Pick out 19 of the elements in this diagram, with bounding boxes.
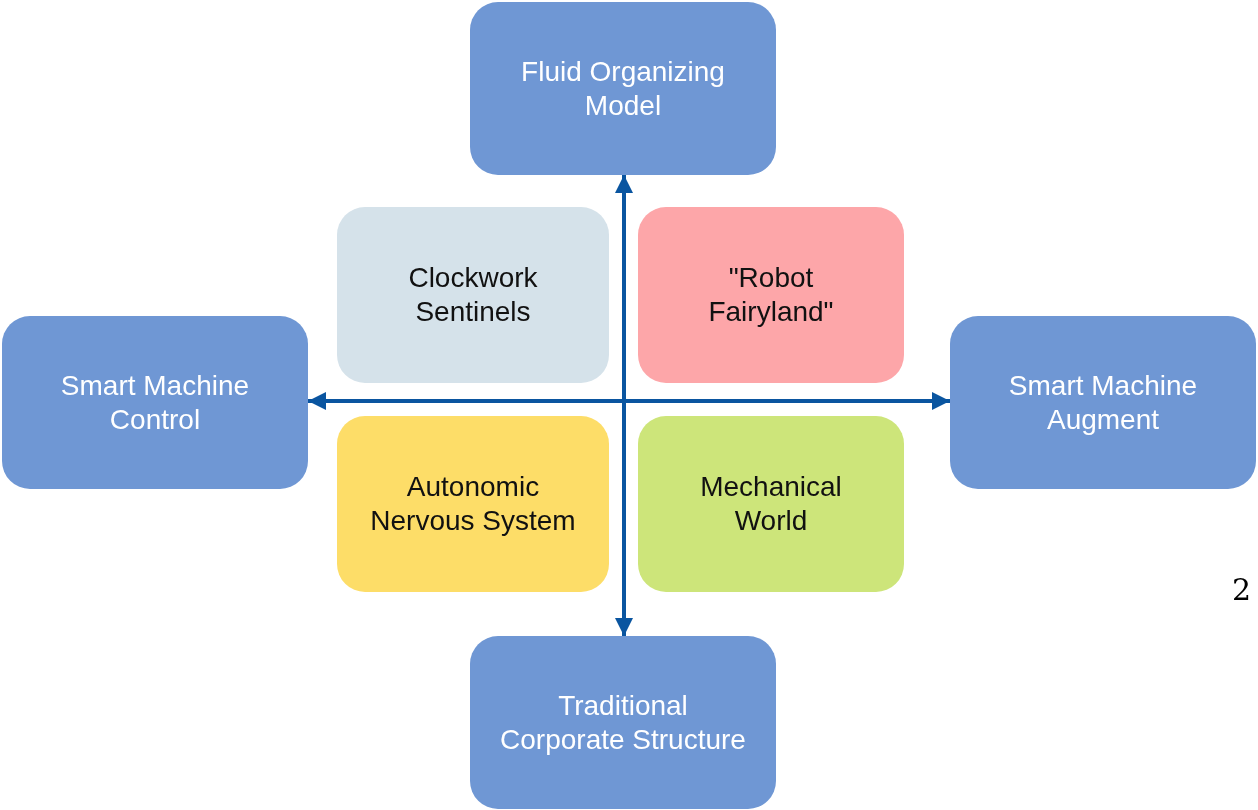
axis-end-box	[950, 316, 1256, 489]
quadrant-box	[337, 416, 609, 592]
axis-end-box	[470, 636, 776, 809]
box-label: Fluid Organizing Model	[520, 54, 726, 123]
box-label: Autonomic Nervous System	[369, 470, 577, 538]
box-label: Traditional Corporate Structure	[500, 688, 746, 757]
page-number: 2	[1232, 572, 1252, 607]
quadrant-box	[638, 416, 904, 592]
double-headed-arrow	[615, 175, 633, 636]
quadrant-box	[337, 207, 609, 383]
axis-end-box	[2, 316, 308, 489]
quadrant-box	[638, 207, 904, 383]
box-label: "Robot Fairyland"	[707, 261, 835, 329]
axis-end-box	[470, 2, 776, 175]
double-headed-arrow	[308, 392, 950, 410]
box-label: Smart Machine Control	[59, 368, 251, 437]
box-label: Mechanical World	[699, 470, 843, 538]
box-label: Smart Machine Augment	[1007, 368, 1199, 437]
box-label: Clockwork Sentinels	[407, 261, 539, 329]
